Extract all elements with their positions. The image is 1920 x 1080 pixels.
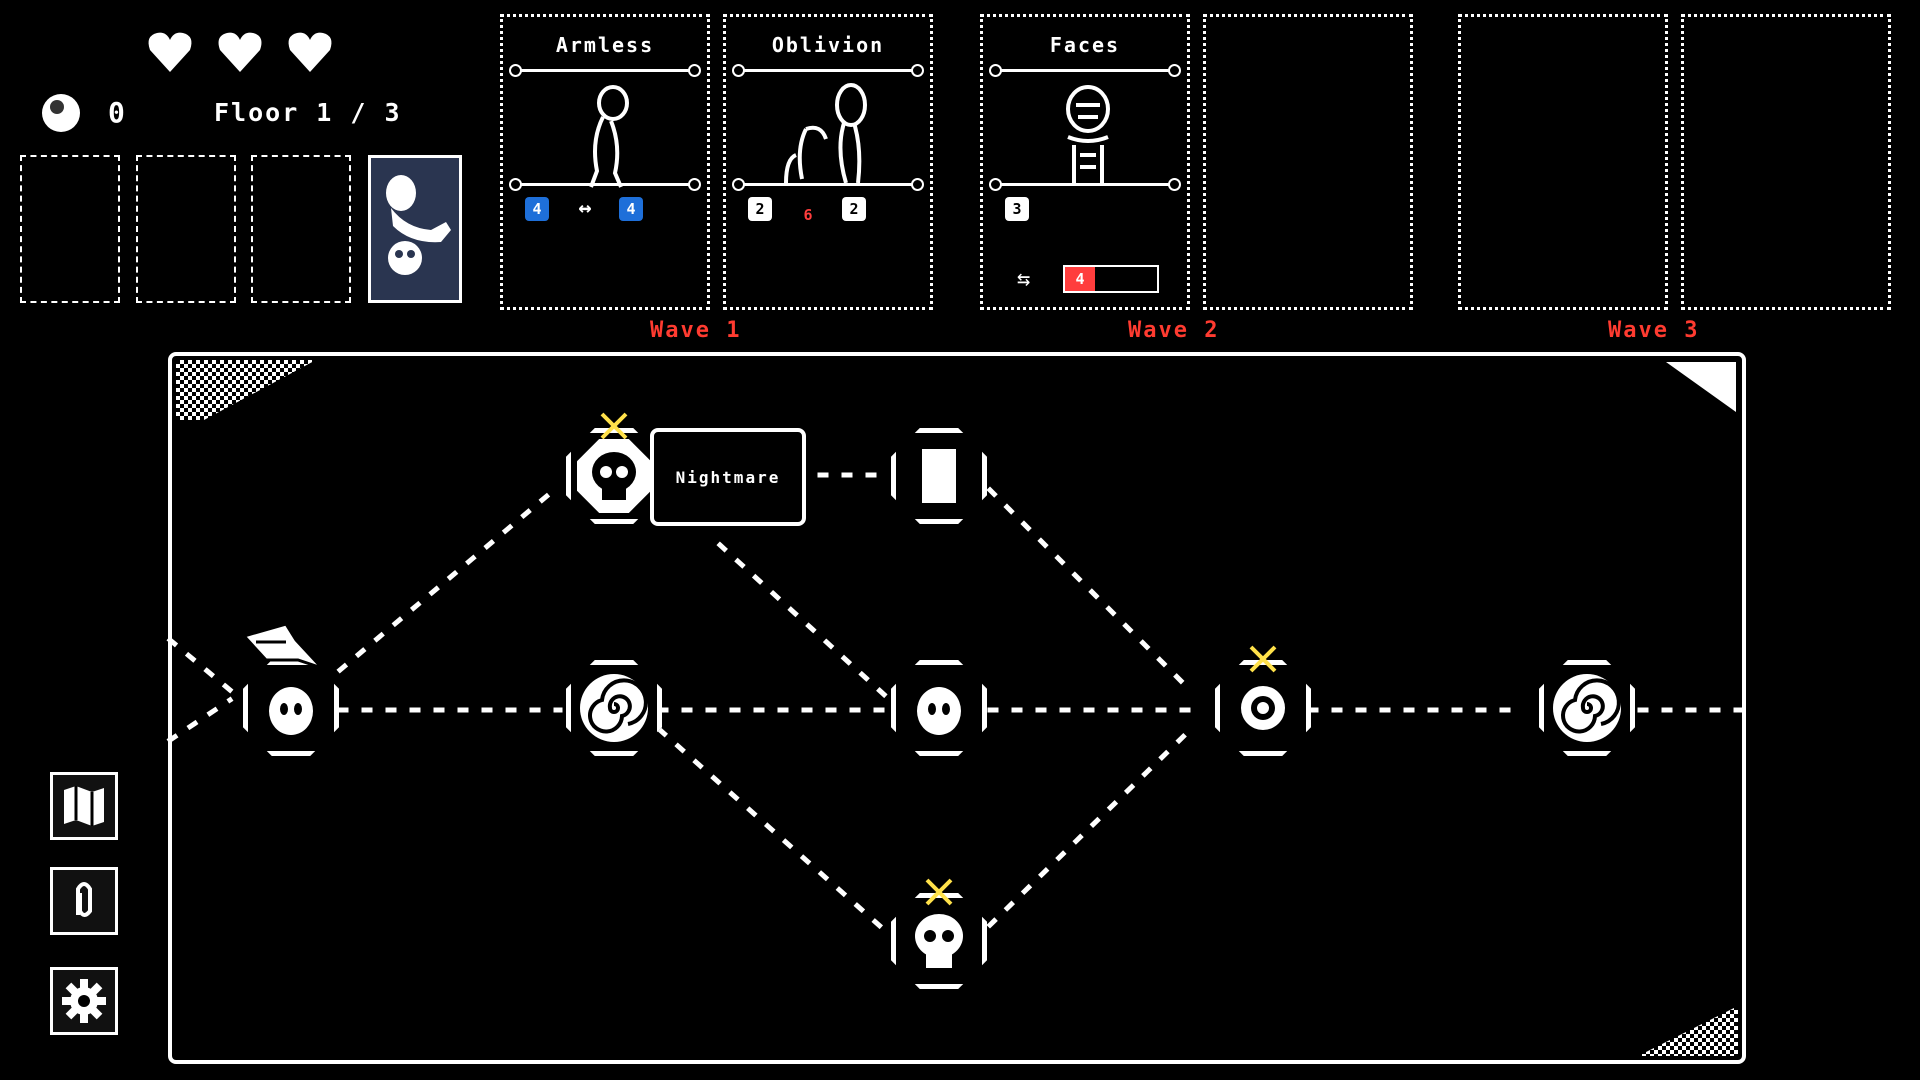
map-node-card[interactable] [891, 428, 987, 524]
card-name: Armless [555, 33, 655, 57]
beast-icon [386, 175, 451, 275]
stat-fear: 6 [803, 206, 813, 224]
heart-icon [288, 32, 332, 72]
ghost-icon [269, 687, 313, 735]
card-divider [732, 64, 924, 77]
card-divider [989, 178, 1181, 191]
gear-icon [62, 979, 106, 1023]
stat-attack: 4 [525, 197, 549, 221]
map-node-spiral[interactable] [1539, 660, 1635, 756]
card-name: Faces [1049, 33, 1121, 57]
player-marker-icon [241, 622, 324, 670]
stat-attack: 3 [1005, 197, 1029, 221]
backpack-button[interactable] [50, 867, 118, 935]
settings-button[interactable] [50, 967, 118, 1035]
crossed-swords-icon [600, 412, 628, 440]
item-slot[interactable] [20, 155, 120, 303]
hearts [145, 28, 345, 78]
wave-label: Wave 2 [1128, 318, 1220, 343]
map-panel [168, 352, 1746, 1064]
item-slot[interactable] [136, 155, 236, 303]
oblivion-portrait-icon [784, 83, 867, 184]
swap-icon: ⇆ [1017, 267, 1031, 292]
crossed-swords-icon [1249, 645, 1277, 673]
nightmare-label: Nightmare [675, 467, 781, 487]
heart-icon [218, 32, 262, 72]
empty-card-slot[interactable] [1681, 14, 1891, 310]
item-slot[interactable] [251, 155, 351, 303]
card-name: Oblivion [771, 33, 885, 57]
skull-icon [915, 914, 963, 968]
card-divider [732, 178, 924, 191]
card-divider [989, 64, 1181, 77]
map-node-skull[interactable] [891, 893, 987, 989]
crossed-swords-icon [925, 878, 953, 906]
heart-icon [148, 32, 192, 72]
eye-icon [1241, 686, 1285, 730]
map-node-spiral[interactable] [566, 660, 662, 756]
creature-card-oblivion[interactable]: Oblivion 2 6 2 [723, 14, 933, 310]
currency-icon [42, 94, 80, 132]
ghost-icon [917, 687, 961, 735]
swap-icon: ↔ [578, 196, 592, 221]
charge-bar: 4 [1063, 265, 1159, 293]
creature-card-faces[interactable]: Faces 3 4 ⇆ [980, 14, 1190, 310]
item-slot-beast-card[interactable] [368, 155, 462, 303]
map-icon [64, 786, 104, 826]
faces-portrait-icon [1066, 85, 1110, 185]
charge-value: 4 [1065, 267, 1095, 291]
skull-icon [592, 452, 636, 500]
stat-attack: 2 [748, 197, 772, 221]
spiral-icon [1553, 674, 1621, 742]
stat-health: 4 [619, 197, 643, 221]
map-button[interactable] [50, 772, 118, 840]
creature-card-armless[interactable]: Armless 4 ↔ 4 [500, 14, 710, 310]
map-node-eye[interactable] [1215, 660, 1311, 756]
wave-label: Wave 3 [1608, 318, 1700, 343]
currency-value: 0 [108, 96, 127, 129]
card-icon [922, 449, 956, 503]
armless-portrait-icon [589, 85, 629, 188]
paperclip-icon [76, 882, 92, 917]
nightmare-label-box: Nightmare [650, 428, 806, 526]
stat-health: 2 [842, 197, 866, 221]
card-divider [509, 178, 701, 191]
map-node-nightmare[interactable] [566, 428, 662, 524]
wave-label: Wave 1 [650, 318, 742, 343]
card-divider [509, 64, 701, 77]
map-node-start[interactable] [243, 660, 339, 756]
map-node-ghost[interactable] [891, 660, 987, 756]
empty-card-slot[interactable] [1458, 14, 1668, 310]
floor-indicator: Floor 1 / 3 [214, 98, 402, 127]
spiral-icon [580, 674, 648, 742]
empty-card-slot[interactable] [1203, 14, 1413, 310]
